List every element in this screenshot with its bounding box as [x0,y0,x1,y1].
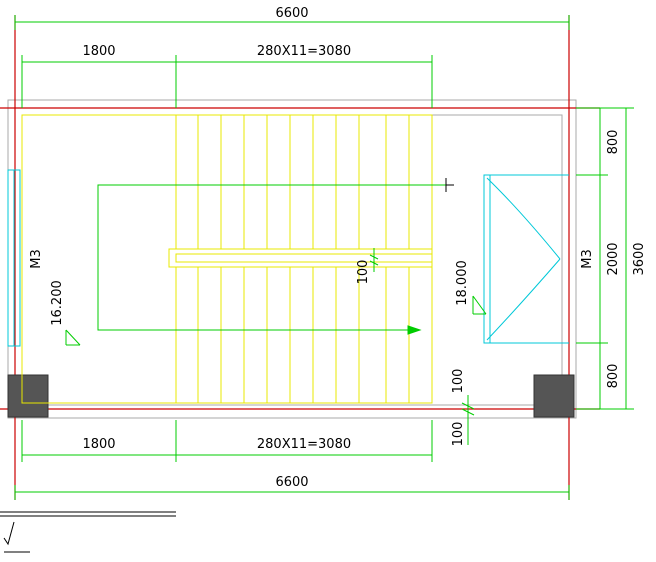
elevation-upper-marker [472,295,487,315]
stair-flights [21,114,433,404]
dim-right-middle: 2000 [606,242,621,275]
dim-bottom-right: 280X11=3080 [257,437,351,452]
column-right [533,374,575,418]
dim-right-top: 800 [606,130,621,155]
stair-handrail [175,253,433,263]
door-label-left: M3 [29,249,44,269]
walk-direction-arrow [97,178,454,335]
dim-right-bottom: 800 [606,364,621,389]
door-label-right: M3 [580,249,595,269]
column-left [7,374,49,418]
elevation-upper-label: 18.000 [455,260,470,306]
elevation-lower-label: 16.200 [50,280,65,326]
dimension-lines-bottom [14,395,570,500]
dim-landing-gap: 100 [356,260,371,285]
window-left [7,169,21,347]
dim-top-left: 1800 [82,44,115,59]
dim-top-right: 280X11=3080 [257,44,351,59]
elevation-lower-marker [65,329,81,346]
dim-bottom-left: 1800 [82,437,115,452]
dim-bottom-overall: 6600 [275,475,308,490]
dim-right-overall: 3600 [632,242,647,275]
dim-bottom-gap-1: 100 [451,369,466,394]
landing-gap-mark [369,248,379,272]
door-right [483,174,569,344]
dim-top-overall: 6600 [275,6,308,21]
dim-bottom-gap-2: 100 [451,422,466,447]
title-block-fragment [0,511,176,553]
dimension-lines-right [576,107,634,410]
dimension-lines-top [14,15,570,108]
